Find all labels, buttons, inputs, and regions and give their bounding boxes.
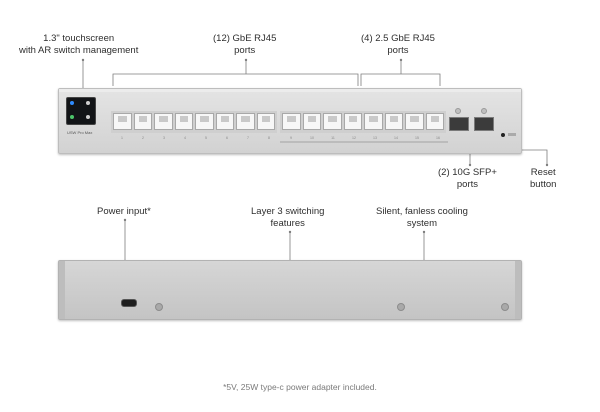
screw-icon xyxy=(501,303,509,311)
model-label: USW Pro Max xyxy=(67,130,93,135)
leader-dot-power xyxy=(123,218,127,222)
callout-layer3: Layer 3 switching features xyxy=(251,206,324,230)
reset-button[interactable] xyxy=(501,133,505,137)
leader-dot-reset xyxy=(545,163,549,167)
callout-reset-line-1: Reset xyxy=(530,167,556,178)
screen-indicator-icon xyxy=(70,115,74,119)
footnote: *5V, 25W type-c power adapter included. xyxy=(223,382,377,392)
bracket-gbe xyxy=(112,73,359,86)
port-number-5: 5 xyxy=(205,136,207,140)
rj45-port-2-5g[interactable] xyxy=(364,113,383,130)
leader-dot-2-5gbe xyxy=(399,58,403,62)
rj45-port[interactable] xyxy=(174,113,193,130)
callout-2-5gbe-ports-line-1: (4) 2.5 GbE RJ45 xyxy=(361,33,435,44)
rj45-port[interactable] xyxy=(195,113,214,130)
port-number-15: 15 xyxy=(415,136,419,140)
callout-power-input: Power input* xyxy=(97,206,151,218)
screen-status-icon xyxy=(70,101,74,105)
bracket-2-5gbe xyxy=(360,73,441,86)
port-number-2: 2 xyxy=(142,136,144,140)
leader-dot-touchscreen xyxy=(81,58,85,62)
rj45-port[interactable] xyxy=(323,113,342,130)
leader-dot-layer3 xyxy=(288,230,292,234)
screw-icon xyxy=(397,303,405,311)
port-number-12: 12 xyxy=(352,136,356,140)
rj45-port-2-5g[interactable] xyxy=(384,113,403,130)
callout-gbe-ports-line-1: (12) GbE RJ45 xyxy=(213,33,277,44)
port-number-16: 16 xyxy=(436,136,440,140)
callout-power-line-1: Power input* xyxy=(97,206,151,217)
callout-layer3-line-2: features xyxy=(270,218,305,229)
reset-label-mark xyxy=(508,133,516,136)
sfp-port-2[interactable] xyxy=(474,117,494,131)
port-group-right xyxy=(280,111,446,133)
port-number-6: 6 xyxy=(226,136,228,140)
sfp-port-1[interactable] xyxy=(449,117,469,131)
port-number-7: 7 xyxy=(247,136,249,140)
rj45-port-2-5g[interactable] xyxy=(425,113,444,130)
port-number-8: 8 xyxy=(268,136,270,140)
leader-dot-gbe xyxy=(244,58,248,62)
switch-front-panel: USW Pro Max 1 2 3 4 5 6 7 8 9 10 11 12 1… xyxy=(58,88,522,154)
port-label-strip xyxy=(280,141,448,143)
front-top-edge xyxy=(59,89,521,92)
callout-silent-line-1: Silent, fanless cooling xyxy=(376,206,468,217)
callout-reset-line-2: button xyxy=(530,179,557,190)
rj45-port[interactable] xyxy=(133,113,152,130)
sfp-led-2 xyxy=(481,108,487,114)
rj45-port[interactable] xyxy=(215,113,234,130)
screw-icon xyxy=(155,303,163,311)
port-number-9: 9 xyxy=(290,136,292,140)
callout-2-5gbe-ports: (4) 2.5 GbE RJ45 ports xyxy=(361,33,435,57)
rear-right-edge xyxy=(515,261,521,319)
callout-sfp-ports: (2) 10G SFP+ ports xyxy=(438,167,497,191)
rear-left-edge xyxy=(59,261,65,319)
rj45-port[interactable] xyxy=(256,113,275,130)
port-number-1: 1 xyxy=(121,136,123,140)
callout-touchscreen: 1.3" touchscreen with AR switch manageme… xyxy=(19,33,138,57)
port-number-4: 4 xyxy=(184,136,186,140)
port-number-14: 14 xyxy=(394,136,398,140)
rj45-port[interactable] xyxy=(154,113,173,130)
rj45-port[interactable] xyxy=(343,113,362,130)
rj45-port[interactable] xyxy=(282,113,301,130)
touchscreen-display[interactable] xyxy=(66,97,96,125)
leader-dot-sfp xyxy=(468,163,472,167)
switch-rear-panel xyxy=(58,260,522,320)
port-number-10: 10 xyxy=(310,136,314,140)
leader-dot-silent xyxy=(422,230,426,234)
callout-layer3-line-1: Layer 3 switching xyxy=(251,206,325,217)
rj45-port[interactable] xyxy=(236,113,255,130)
callout-2-5gbe-ports-line-2: ports xyxy=(387,45,409,56)
rj45-port-2-5g[interactable] xyxy=(405,113,424,130)
callout-silent-cooling: Silent, fanless cooling system xyxy=(376,206,468,230)
screen-settings-icon xyxy=(86,115,90,119)
callout-silent-line-2: system xyxy=(406,218,437,229)
callout-gbe-ports-line-2: ports xyxy=(234,45,256,56)
callout-sfp-ports-line-1: (2) 10G SFP+ xyxy=(438,167,497,178)
screen-lock-icon xyxy=(86,101,90,105)
callout-touchscreen-line-1: 1.3" touchscreen xyxy=(43,33,115,44)
sfp-led-1 xyxy=(455,108,461,114)
port-group-left xyxy=(111,111,277,133)
usb-c-power-port[interactable] xyxy=(121,299,137,307)
port-number-11: 11 xyxy=(331,136,335,140)
callout-reset-button: Reset button xyxy=(530,167,556,191)
callout-gbe-ports: (12) GbE RJ45 ports xyxy=(213,33,276,57)
rj45-port[interactable] xyxy=(302,113,321,130)
rj45-port[interactable] xyxy=(113,113,132,130)
callout-touchscreen-line-2: with AR switch management xyxy=(19,45,139,56)
callout-sfp-ports-line-2: ports xyxy=(456,179,478,190)
port-number-3: 3 xyxy=(163,136,165,140)
port-number-13: 13 xyxy=(373,136,377,140)
